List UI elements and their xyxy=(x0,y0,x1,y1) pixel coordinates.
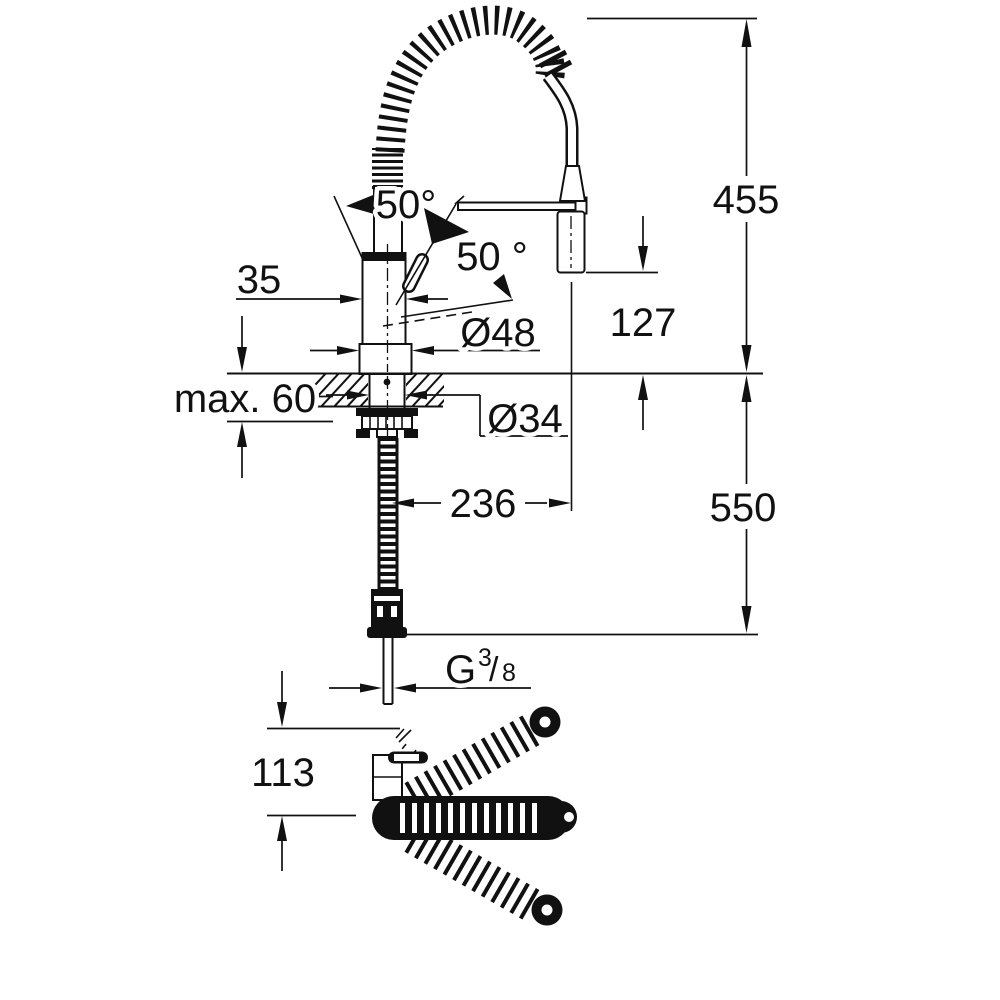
dimension-max-thickness-60 xyxy=(227,316,333,478)
spring-hose-coil xyxy=(372,5,573,189)
dimension-spray-clearance-127 xyxy=(586,216,658,430)
label-handle-angle: 50° xyxy=(376,183,437,227)
dimension-base-diameter-48 xyxy=(310,346,540,355)
dimension-reach-236 xyxy=(392,282,573,511)
spray-head xyxy=(556,165,587,274)
label-max-thickness: max. 60 xyxy=(174,377,316,421)
dimension-front-height-113 xyxy=(267,671,400,871)
g38-thread-tail xyxy=(382,638,394,705)
dimension-total-height-455 xyxy=(587,17,757,372)
pullout-hose-tube xyxy=(542,72,579,172)
dimension-hole-diameter-34 xyxy=(326,390,568,437)
front-view-faucet xyxy=(372,728,428,801)
dimension-handle-angle xyxy=(333,193,469,306)
label-thread-numerator: 3 xyxy=(478,644,492,672)
faucet-body xyxy=(358,185,413,375)
label-hole-diameter: Ø34 xyxy=(487,397,563,441)
label-hose-length: 550 xyxy=(710,486,777,530)
label-front-height: 113 xyxy=(251,751,315,795)
supply-hose xyxy=(367,438,407,638)
front-view-spring-up-position xyxy=(404,706,561,813)
dimension-thread-g38 xyxy=(329,683,531,693)
label-thread-letter: G xyxy=(445,648,476,692)
dimension-below-counter-550 xyxy=(403,375,758,636)
dimension-body-width-35 xyxy=(236,294,448,304)
label-spray-angle: 50 ° xyxy=(456,235,528,279)
front-view-spring-down-position xyxy=(404,822,563,926)
label-thread-slash: / xyxy=(489,651,499,689)
dimension-spray-angle xyxy=(382,274,514,327)
label-body-width: 35 xyxy=(237,258,282,302)
label-reach: 236 xyxy=(450,482,517,526)
label-total-height: 455 xyxy=(713,178,780,222)
label-spray-clearance: 127 xyxy=(610,301,677,345)
front-view-spring-horizontal xyxy=(372,796,577,840)
label-base-diameter: Ø48 xyxy=(460,311,536,355)
label-thread-denominator: 8 xyxy=(502,659,516,687)
